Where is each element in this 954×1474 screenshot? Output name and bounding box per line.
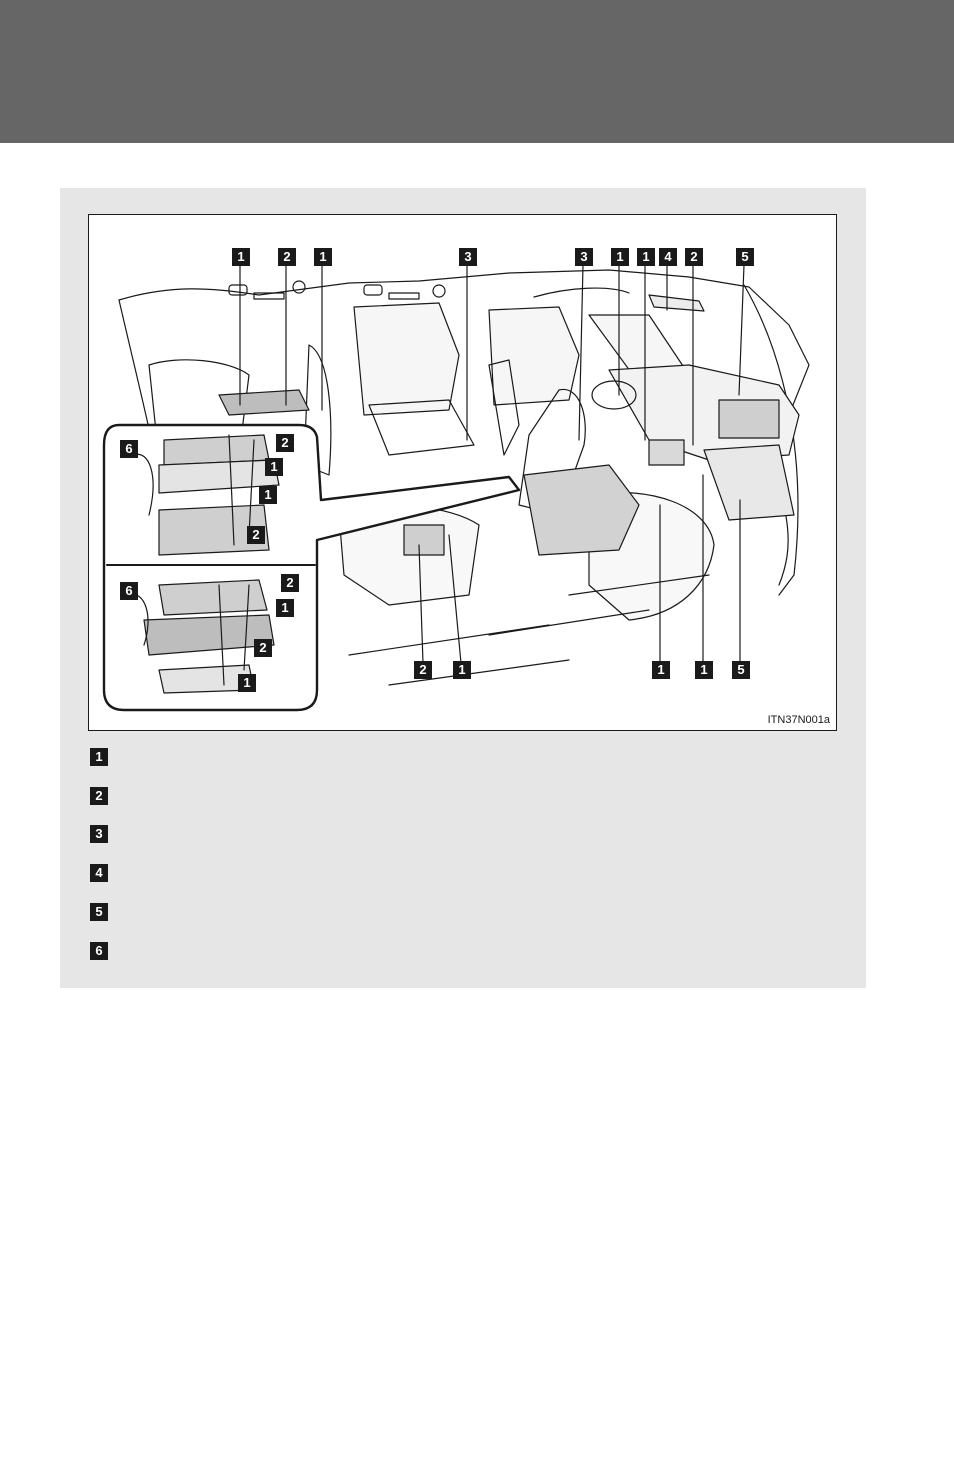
callout-badge: 2 (278, 248, 296, 266)
callout-badge: 1 (259, 486, 277, 504)
car-interior-drawing (102, 264, 810, 712)
interior-illustration: 1 2 1 3 3 1 1 4 2 5 6 2 1 1 2 6 2 1 2 1 … (88, 214, 837, 731)
legend-badge: 6 (90, 942, 108, 960)
callout-badge: 5 (732, 661, 750, 679)
callout-badge: 1 (238, 674, 256, 692)
callout-badge: 3 (459, 248, 477, 266)
callout-badge: 1 (232, 248, 250, 266)
callout-badge: 6 (120, 582, 138, 600)
callout-badge: 1 (276, 599, 294, 617)
figure-code: ITN37N001a (767, 714, 830, 726)
callout-badge: 1 (453, 661, 471, 679)
callout-badge: 1 (637, 248, 655, 266)
header-banner (0, 0, 954, 143)
callout-badge: 5 (736, 248, 754, 266)
callout-badge: 6 (120, 440, 138, 458)
callout-badge: 2 (254, 639, 272, 657)
callout-badge: 2 (276, 434, 294, 452)
callout-badge: 2 (281, 574, 299, 592)
callout-badge: 1 (611, 248, 629, 266)
legend-badge: 3 (90, 825, 108, 843)
callout-badge: 1 (314, 248, 332, 266)
legend-badge: 4 (90, 864, 108, 882)
callout-badge: 3 (575, 248, 593, 266)
callout-badge: 2 (247, 526, 265, 544)
callout-badge: 1 (265, 458, 283, 476)
legend-badge: 5 (90, 903, 108, 921)
callout-badge: 2 (414, 661, 432, 679)
callout-badge: 4 (659, 248, 677, 266)
callout-badge: 1 (695, 661, 713, 679)
legend-badge: 2 (90, 787, 108, 805)
callout-badge: 2 (685, 248, 703, 266)
callout-badge: 1 (652, 661, 670, 679)
legend-badge: 1 (90, 748, 108, 766)
